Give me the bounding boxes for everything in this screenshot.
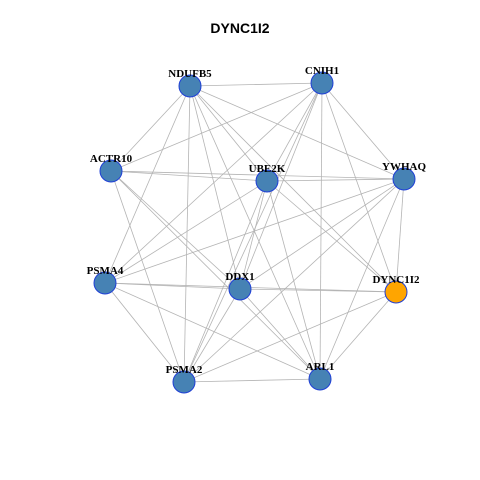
- node-psma2[interactable]: [172, 370, 196, 394]
- edge-ndufb5-ube2k: [189, 85, 268, 182]
- node-label-ndufb5: NDUFB5: [168, 68, 212, 80]
- edge-cnih1-ddx1: [239, 82, 323, 290]
- node-layer: [93, 71, 416, 394]
- edge-dync1i2-psma2: [183, 291, 397, 383]
- edge-ube2k-dync1i2: [266, 180, 397, 293]
- edge-cnih1-actr10: [110, 82, 323, 172]
- edge-dync1i2-arl1: [319, 291, 397, 380]
- edge-ndufb5-cnih1: [189, 82, 323, 87]
- edge-psma2-arl1: [183, 378, 321, 383]
- edge-ndufb5-psma4: [104, 85, 191, 284]
- edge-cnih1-dync1i2: [321, 82, 397, 293]
- node-ndufb5[interactable]: [178, 74, 202, 98]
- edge-ndufb5-dync1i2: [189, 85, 397, 293]
- edge-ddx1-dync1i2: [239, 288, 397, 293]
- node-label-actr10: ACTR10: [90, 153, 133, 165]
- node-ywhaq[interactable]: [392, 167, 416, 191]
- edge-ywhaq-psma2: [183, 178, 405, 383]
- graph-title: DYNC1I2: [210, 20, 270, 36]
- node-label-ywhaq: YWHAQ: [382, 161, 426, 173]
- node-psma4[interactable]: [93, 271, 117, 295]
- node-label-dync1i2: DYNC1I2: [372, 274, 420, 286]
- edge-actr10-arl1: [110, 170, 321, 380]
- node-label-ube2k: UBE2K: [249, 163, 286, 175]
- node-cnih1[interactable]: [310, 71, 334, 95]
- edge-cnih1-arl1: [319, 82, 323, 380]
- edge-cnih1-psma2: [183, 82, 323, 383]
- edge-layer: [104, 82, 405, 383]
- edge-ywhaq-psma4: [104, 178, 405, 284]
- edge-ddx1-arl1: [239, 288, 321, 380]
- edge-ube2k-arl1: [266, 180, 321, 380]
- node-actr10[interactable]: [99, 159, 123, 183]
- edge-ndufb5-ywhaq: [189, 85, 405, 180]
- edge-ywhaq-ddx1: [239, 178, 405, 290]
- node-ube2k[interactable]: [255, 169, 279, 193]
- edge-cnih1-ywhaq: [321, 82, 405, 180]
- edge-actr10-ube2k: [110, 170, 268, 182]
- edge-actr10-psma2: [110, 170, 185, 383]
- edge-cnih1-psma4: [104, 82, 323, 284]
- edge-ywhaq-arl1: [319, 178, 405, 380]
- node-arl1[interactable]: [308, 367, 332, 391]
- edge-ube2k-psma4: [104, 180, 268, 284]
- edge-ddx1-psma2: [183, 288, 241, 383]
- edge-ndufb5-arl1: [189, 85, 321, 380]
- edge-actr10-ddx1: [110, 170, 241, 290]
- node-ddx1[interactable]: [228, 277, 252, 301]
- node-dync1i2[interactable]: [384, 280, 408, 304]
- node-label-psma4: PSMA4: [87, 265, 124, 277]
- edge-ube2k-ddx1: [239, 180, 268, 290]
- edge-ndufb5-actr10: [110, 85, 191, 172]
- edge-ndufb5-psma2: [183, 85, 191, 383]
- node-label-psma2: PSMA2: [166, 364, 203, 376]
- node-label-cnih1: CNIH1: [305, 65, 339, 77]
- edge-ywhaq-dync1i2: [395, 178, 405, 293]
- edge-psma4-arl1: [104, 282, 321, 380]
- edge-ndufb5-ddx1: [189, 85, 241, 290]
- edge-ube2k-ywhaq: [266, 178, 405, 182]
- edge-psma4-psma2: [104, 282, 185, 383]
- edge-cnih1-ube2k: [266, 82, 323, 182]
- node-label-arl1: ARL1: [306, 361, 335, 373]
- node-label-ddx1: DDX1: [225, 271, 254, 283]
- edge-ube2k-psma2: [183, 180, 268, 383]
